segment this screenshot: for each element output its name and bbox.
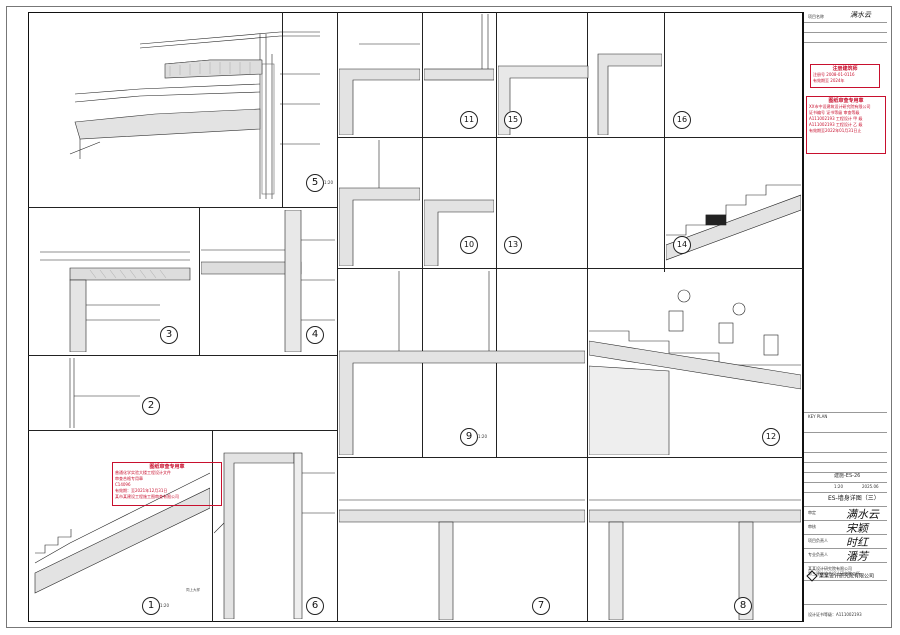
left-stamp-line-5: 某市某建设工程施工图审查有限公司 bbox=[115, 494, 179, 499]
detail-16-drawing bbox=[498, 53, 662, 135]
same-detail-note: 同上大样 bbox=[186, 588, 200, 592]
tb-role-lead: 专业负责人 bbox=[808, 552, 828, 557]
tb-role-approve: 审定 bbox=[808, 510, 816, 515]
tb-role-pm: 项目负责人 bbox=[808, 538, 828, 543]
divider-v7 bbox=[282, 12, 283, 207]
review-line-2: 证书编号 证书等级 审查等级 bbox=[809, 110, 860, 115]
review-line-1: XX市中设建筑设计研究院有限公司 bbox=[809, 104, 871, 109]
review-line-4: A111002193 工程设计 乙 级 bbox=[809, 122, 863, 127]
detail-number-10: 10 bbox=[460, 236, 478, 254]
detail-13-drawing bbox=[424, 199, 494, 266]
review-line-3: A111002193 工程设计 甲 级 bbox=[809, 116, 863, 121]
divider-h4 bbox=[337, 137, 803, 138]
detail-12-drawing bbox=[589, 289, 801, 455]
tb-drawing-no: 建施-ES-26 bbox=[834, 473, 861, 479]
detail-14-drawing bbox=[666, 184, 801, 261]
detail-number-4: 4 bbox=[306, 326, 324, 344]
detail-number-5: 5 bbox=[306, 174, 324, 192]
review-stamp-left: 图纸审查专用章 普通化学实验大楼工程设计文件 审查合格专用章 C14096 有效… bbox=[112, 462, 222, 506]
detail-number-11: 11 bbox=[460, 111, 478, 129]
title-block: 项目名称 满水云 注册建筑师 注册号 2008-01-0116 有效期至 202… bbox=[803, 11, 887, 622]
signature-4: 潘芳 bbox=[846, 550, 868, 563]
divider-v1 bbox=[337, 12, 338, 622]
divider-v2 bbox=[422, 12, 423, 457]
scale-label-9: 1:20 bbox=[478, 434, 487, 439]
register-stamp-title: 注册建筑师 bbox=[832, 66, 858, 72]
detail-number-6: 6 bbox=[306, 597, 324, 615]
detail-number-1: 1 bbox=[142, 597, 160, 615]
tb-co-2: 第三建筑综合设计研究院二所 bbox=[808, 571, 860, 576]
divider-h6 bbox=[337, 457, 803, 458]
detail-11-drawing bbox=[339, 43, 420, 135]
detail-number-9: 9 bbox=[460, 428, 478, 446]
scale-label-5: 1:20 bbox=[324, 180, 333, 185]
detail-number-2: 2 bbox=[142, 397, 160, 415]
detail-5-drawing bbox=[69, 31, 320, 199]
tb-scale: 1:20 bbox=[834, 484, 843, 489]
register-stamp-line-2: 有效期至 2024年 bbox=[813, 78, 845, 83]
register-stamp-line-1: 注册号 2008-01-0116 bbox=[813, 72, 855, 77]
detail-8-drawing bbox=[589, 499, 801, 620]
tb-bottom-label: 设计证书等级：A111002193 bbox=[808, 612, 862, 617]
divider-h5 bbox=[337, 268, 803, 269]
tb-project-label: 项目名称 bbox=[808, 14, 824, 19]
tb-date: 2025.06 bbox=[862, 484, 879, 489]
left-stamp-line-1: 普通化学实验大楼工程设计文件 bbox=[115, 470, 171, 475]
detail-10-drawing bbox=[339, 140, 420, 266]
divider-v8 bbox=[212, 430, 213, 622]
divider-v3 bbox=[496, 12, 497, 457]
register-stamp: 注册建筑师 注册号 2008-01-0116 有效期至 2024年 bbox=[810, 64, 880, 88]
tb-sheet-title: ES-墙身详图（三） bbox=[828, 495, 880, 502]
scale-label-1: 1:20 bbox=[160, 603, 169, 608]
divider-v4 bbox=[587, 12, 588, 622]
tb-role-check: 审核 bbox=[808, 524, 816, 529]
logo-text: 某某设计研究院有限公司 bbox=[819, 573, 875, 580]
detail-9-drawing bbox=[339, 271, 585, 455]
logo-mark-icon bbox=[806, 570, 818, 582]
signature-1: 满水云 bbox=[846, 508, 879, 521]
tb-co-1: 某某设计研究院有限公司 bbox=[808, 566, 852, 571]
review-stamp-right: 图纸审查专用章 XX市中设建筑设计研究院有限公司 证书编号 证书等级 审查等级 … bbox=[806, 96, 886, 154]
divider-v6 bbox=[199, 207, 200, 355]
detail-number-13: 13 bbox=[504, 236, 522, 254]
signature-top: 满水云 bbox=[850, 11, 871, 19]
detail-1-drawing bbox=[34, 472, 210, 594]
divider-h1 bbox=[28, 207, 337, 208]
detail-number-14: 14 bbox=[673, 236, 691, 254]
detail-number-7: 7 bbox=[532, 597, 550, 615]
review-line-5: 有效期至2022年01月31日止 bbox=[809, 128, 862, 133]
detail-15-drawing bbox=[424, 14, 494, 81]
left-stamp-line-4: 有效期：至2021年12月31日 bbox=[115, 488, 168, 493]
divider-h2 bbox=[28, 355, 337, 356]
detail-4-drawing bbox=[201, 210, 335, 352]
left-stamp-line-2: 审查合格专用章 bbox=[115, 476, 143, 481]
divider-h3 bbox=[28, 430, 337, 431]
left-stamp-title: 图纸审查专用章 bbox=[149, 464, 185, 470]
detail-6-drawing bbox=[214, 452, 335, 619]
detail-number-8: 8 bbox=[734, 597, 752, 615]
signature-2: 宋颖 bbox=[846, 522, 868, 535]
divider-v5 bbox=[664, 12, 665, 272]
company-logo: 某某设计研究院有限公司 bbox=[806, 570, 875, 582]
outer-frame bbox=[6, 6, 892, 628]
detail-3-drawing bbox=[40, 251, 191, 352]
inner-frame bbox=[28, 12, 803, 622]
review-stamp-title: 图纸审查专用章 bbox=[828, 98, 864, 104]
detail-number-15: 15 bbox=[504, 111, 522, 129]
detail-7-drawing bbox=[339, 499, 585, 620]
detail-2-drawing bbox=[69, 358, 140, 428]
detail-number-3: 3 bbox=[160, 326, 178, 344]
detail-number-16: 16 bbox=[673, 111, 691, 129]
detail-number-12: 12 bbox=[762, 428, 780, 446]
signature-3: 时红 bbox=[846, 536, 868, 549]
tb-key-plan: KEY PLAN bbox=[808, 414, 828, 419]
left-stamp-line-3: C14096 bbox=[115, 482, 131, 487]
